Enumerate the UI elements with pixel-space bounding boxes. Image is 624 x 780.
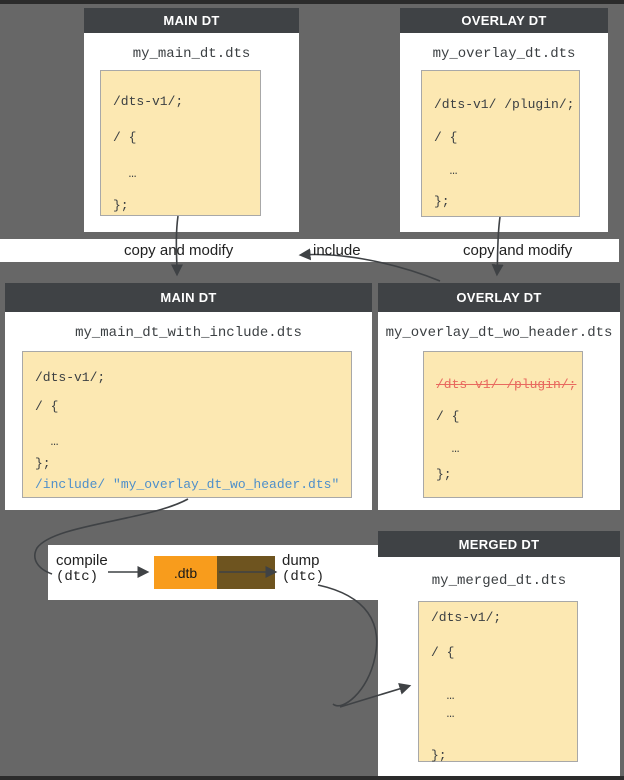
code-line: …	[35, 434, 59, 449]
filename-main-dt-with-include: my_main_dt_with_include.dts	[75, 325, 302, 341]
code-line-include-statement: /include/ "my_overlay_dt_wo_header.dts"	[35, 477, 340, 492]
panel-main-dt-top: MAIN DT my_main_dt.dts /dts-v1/; / { … }…	[84, 8, 299, 232]
panel-merged-dt: MERGED DT my_merged_dt.dts /dts-v1/; / {…	[378, 531, 620, 776]
code-line: /dts-v1/ /plugin/;	[434, 97, 575, 112]
code-line: / {	[113, 130, 137, 145]
code-line: / {	[35, 399, 59, 414]
label-dump: dump (dtc)	[282, 552, 324, 586]
code-line: /dts-v1/;	[113, 94, 184, 109]
label-band-copy-include: copy and modify include copy and modify	[0, 239, 619, 262]
panel-main-dt-with-include: MAIN DT my_main_dt_with_include.dts /dts…	[5, 283, 372, 510]
top-border-strip	[0, 0, 624, 4]
code-line: };	[434, 194, 450, 209]
dtb-file-box: .dtb	[154, 556, 217, 589]
code-block-overlay-dt-top: /dts-v1/ /plugin/; / { … };	[421, 70, 580, 217]
label-copy-and-modify-right: copy and modify	[463, 242, 573, 259]
code-line: };	[35, 456, 51, 471]
code-line: };	[431, 748, 447, 763]
panel-header-overlay-dt-top: OVERLAY DT	[400, 8, 608, 33]
panel-overlay-dt-wo-header: OVERLAY DT my_overlay_dt_wo_header.dts /…	[378, 283, 620, 510]
code-block-overlay-dt-wo-header: /dts-v1/ /plugin/; / { … };	[423, 351, 583, 498]
code-line: …	[113, 166, 137, 181]
filename-overlay-dt-top: my_overlay_dt.dts	[432, 46, 576, 62]
code-line: };	[113, 198, 129, 213]
curve-dump-loop	[317, 584, 378, 707]
compile-dump-band: compile (dtc) .dtb dump (dtc)	[48, 545, 378, 600]
filename-merged-dt: my_merged_dt.dts	[431, 573, 567, 589]
code-line: / {	[431, 645, 455, 660]
code-block-main-dt-with-include: /dts-v1/; / { … }; /include/ "my_overlay…	[22, 351, 352, 498]
code-line: /dts-v1/;	[431, 610, 502, 625]
code-line: …	[431, 688, 455, 703]
compile-text: compile	[56, 552, 108, 569]
code-line: …	[431, 706, 455, 721]
panel-header-main-dt-mid: MAIN DT	[5, 283, 372, 312]
panel-overlay-dt-top: OVERLAY DT my_overlay_dt.dts /dts-v1/ /p…	[400, 8, 608, 232]
dump-tool-text: (dtc)	[282, 569, 325, 585]
panel-header-merged-dt: MERGED DT	[378, 531, 620, 557]
panel-header-overlay-dt-mid: OVERLAY DT	[378, 283, 620, 312]
filename-main-dt-top: my_main_dt.dts	[132, 46, 251, 62]
dump-text: dump	[282, 552, 320, 569]
label-compile: compile (dtc)	[56, 552, 108, 586]
label-include: include	[313, 242, 361, 259]
code-line: /dts-v1/;	[35, 370, 106, 385]
code-line: …	[434, 163, 458, 178]
compile-tool-text: (dtc)	[56, 569, 99, 585]
panel-header-main-dt-top: MAIN DT	[84, 8, 299, 33]
code-block-main-dt-top: /dts-v1/; / { … };	[100, 70, 261, 216]
label-copy-and-modify-left: copy and modify	[124, 242, 234, 259]
code-line: / {	[436, 409, 460, 424]
code-line: …	[436, 441, 460, 456]
bottom-border-strip	[0, 776, 624, 780]
code-block-merged-dt: /dts-v1/; / { … … };	[418, 601, 578, 763]
filename-overlay-dt-wo-header: my_overlay_dt_wo_header.dts	[385, 325, 613, 341]
code-line-removed-header: /dts-v1/ /plugin/;	[436, 377, 577, 392]
code-line: };	[436, 467, 452, 482]
dtb-shadow-block	[217, 556, 275, 589]
code-line: / {	[434, 130, 458, 145]
